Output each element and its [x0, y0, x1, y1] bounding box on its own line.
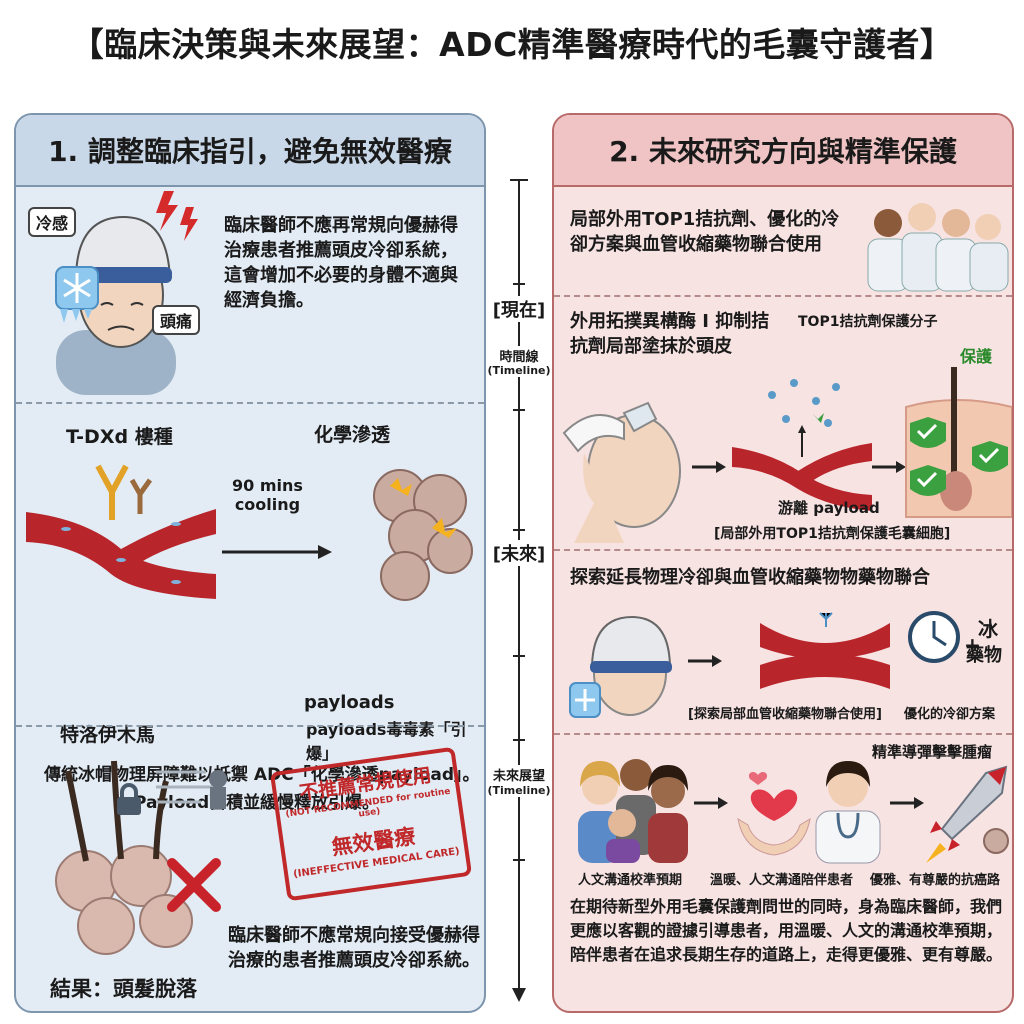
lock-icon	[117, 783, 141, 815]
result-text: 臨床醫師不應常規向接受優赫得治療的患者推薦頭皮冷卻系統。	[228, 925, 480, 971]
outlook-caption-2: 溫暖、人文溝通陪伴患者	[710, 873, 854, 888]
outlook-caption-3: 優雅、有尊嚴的抗癌路	[870, 873, 1001, 888]
timeline-label: 時間線	[486, 346, 552, 365]
timeline-outlook-en: (Timeline)	[486, 784, 552, 797]
chem-penetration-label: 化學滲透	[314, 424, 391, 446]
wind-icon	[156, 770, 227, 809]
hair-follicle-icon	[55, 760, 193, 955]
guideline-text: 臨床醫師不應再常規向優赫得治療患者推薦頭皮冷卻系統，這會增加不必要的身體不適與經…	[224, 215, 458, 311]
arrow-icon	[222, 545, 332, 559]
right-panel: 2. 未來研究方向與精準保護 局部外用TOP1拮抗劑、優化的冷卻方案與血管收縮藥…	[552, 113, 1014, 1013]
result-label: 結果：頭髮脫落	[50, 977, 197, 1001]
vessel-payload-icon	[732, 379, 872, 511]
cooling-caption-1: [探索局部血管收縮藥物聯合使用]	[688, 707, 882, 722]
rocket-icon	[926, 765, 1009, 863]
timeline-future: [未來]	[486, 540, 552, 566]
right-panel-heading: 2. 未來研究方向與精準保護	[554, 115, 1012, 187]
page-title: 【臨床決策與未來展望：ADC精準醫療時代的毛囊守護者】	[70, 25, 954, 64]
lightning-icon	[156, 191, 198, 241]
right-section-cooling: 探索延長物理冷卻與血管收縮藥物物藥物聯合 + 冰 藥物 [探索局部血管收縮藥物聯…	[554, 551, 1012, 733]
plus-sign: +	[964, 633, 981, 657]
timeline-label-en: (Timeline)	[486, 364, 552, 377]
arrow-icon	[688, 655, 722, 667]
mechanism-text-2: Payload蓄積並緩慢釋放引爆。	[134, 793, 380, 813]
ice-label: 冰	[978, 617, 998, 641]
cooling-label: 90 mins cooling	[232, 476, 303, 514]
mechanism-text-1: 傳統冰帽物理屏障難以抵禦 ADC「化學滲透payload」。	[44, 765, 480, 785]
helmet-patient-icon	[56, 215, 176, 395]
right-section-outlook: 精準導彈擊擊腫瘤	[554, 735, 1012, 1011]
trojan-horse-label: 特洛伊木馬	[60, 724, 156, 746]
payload-toxin-label: payloads毒毒素「引爆」	[306, 720, 467, 763]
arrow-icon	[890, 797, 924, 809]
scalp-application-icon	[562, 401, 681, 543]
outlook-text: 在期待新型外用毛囊保護劑問世的同時，身為臨床醫師，我們更應以客觀的證據引導患者，…	[570, 897, 1003, 964]
helmet-icon	[569, 615, 672, 718]
top1-molecule-label: TOP1拮抗劑保護分子	[798, 314, 938, 330]
left-section-guideline: 冷感 頭痛 臨床醫師不應再常規向優赫得治療患者推薦頭皮冷卻系統，這會增加不必要的…	[16, 187, 484, 402]
overview-text: 局部外用TOP1拮抗劑、優化的冷卻方案與血管收縮藥物聯合使用	[570, 209, 840, 255]
right-section-topical: 外用拓撲異構酶 I 抑制拮抗劑局部塗抹於頭皮 TOP1拮抗劑保護分子 保護	[554, 297, 1012, 549]
stamp-not-recommended: 不推薦常規使用 (NOT RECOMMENDED for routine use…	[269, 746, 473, 902]
drug-label: 藥物	[966, 645, 1002, 666]
timeline: [現在] 時間線 (Timeline) [未來] 未來展望 (Timeline)	[486, 179, 552, 1010]
cell-cluster-icon	[373, 469, 473, 601]
clock-icon	[908, 611, 960, 663]
x-mark-icon	[167, 858, 221, 912]
free-payload-label: 游離 payload	[778, 499, 880, 517]
blood-vessel-icon	[26, 509, 216, 599]
constricted-vessel-icon	[760, 612, 890, 689]
snowflake-icon	[55, 266, 99, 323]
researchers-icon	[867, 203, 1009, 292]
topical-caption: [局部外用TOP1拮抗劑保護毛囊細胞]	[714, 526, 951, 542]
heart-hands-icon	[737, 772, 811, 856]
tag-cold: 冷感	[28, 207, 77, 237]
cooling-caption-2: 優化的冷卻方案	[904, 707, 996, 722]
right-section-overview: 局部外用TOP1拮抗劑、優化的冷卻方案與血管收縮藥物聯合使用	[554, 187, 1012, 295]
antibody-icon	[95, 464, 153, 520]
timeline-outlook: 未來展望	[486, 765, 552, 784]
cooling-text: 探索延長物理冷卻與血管收縮藥物物藥物聯合	[570, 567, 930, 588]
patients-icon	[578, 759, 688, 863]
drug-label: T-DXd 樓種	[66, 426, 173, 448]
left-section-result: 不推薦常規使用 (NOT RECOMMENDED for routine use…	[16, 727, 484, 1011]
left-panel: 1. 調整臨床指引，避免無效醫療 冷感 頭痛 臨床醫師不應再常規向優赫得治療患者…	[14, 113, 486, 1013]
arrow-icon	[692, 461, 726, 473]
left-panel-heading: 1. 調整臨床指引，避免無效醫療	[16, 115, 484, 187]
outlook-caption-1: 人文溝通校準預期	[578, 873, 683, 888]
protect-label: 保護	[960, 347, 993, 366]
shield-check-icon	[905, 367, 1012, 518]
tag-headache: 頭痛	[152, 305, 201, 335]
timeline-now: [現在]	[486, 296, 552, 322]
left-section-mechanism: T-DXd 樓種 化學滲透 90 mins cooling payloa	[16, 404, 484, 763]
doctor-icon	[815, 761, 881, 864]
payloads-label: payloads	[304, 692, 395, 713]
arrow-icon	[694, 797, 728, 809]
topical-text: 外用拓撲異構酶 I 抑制拮抗劑局部塗抹於頭皮	[570, 311, 770, 357]
arrow-icon	[872, 461, 906, 473]
missile-label: 精準導彈擊擊腫瘤	[872, 743, 993, 761]
